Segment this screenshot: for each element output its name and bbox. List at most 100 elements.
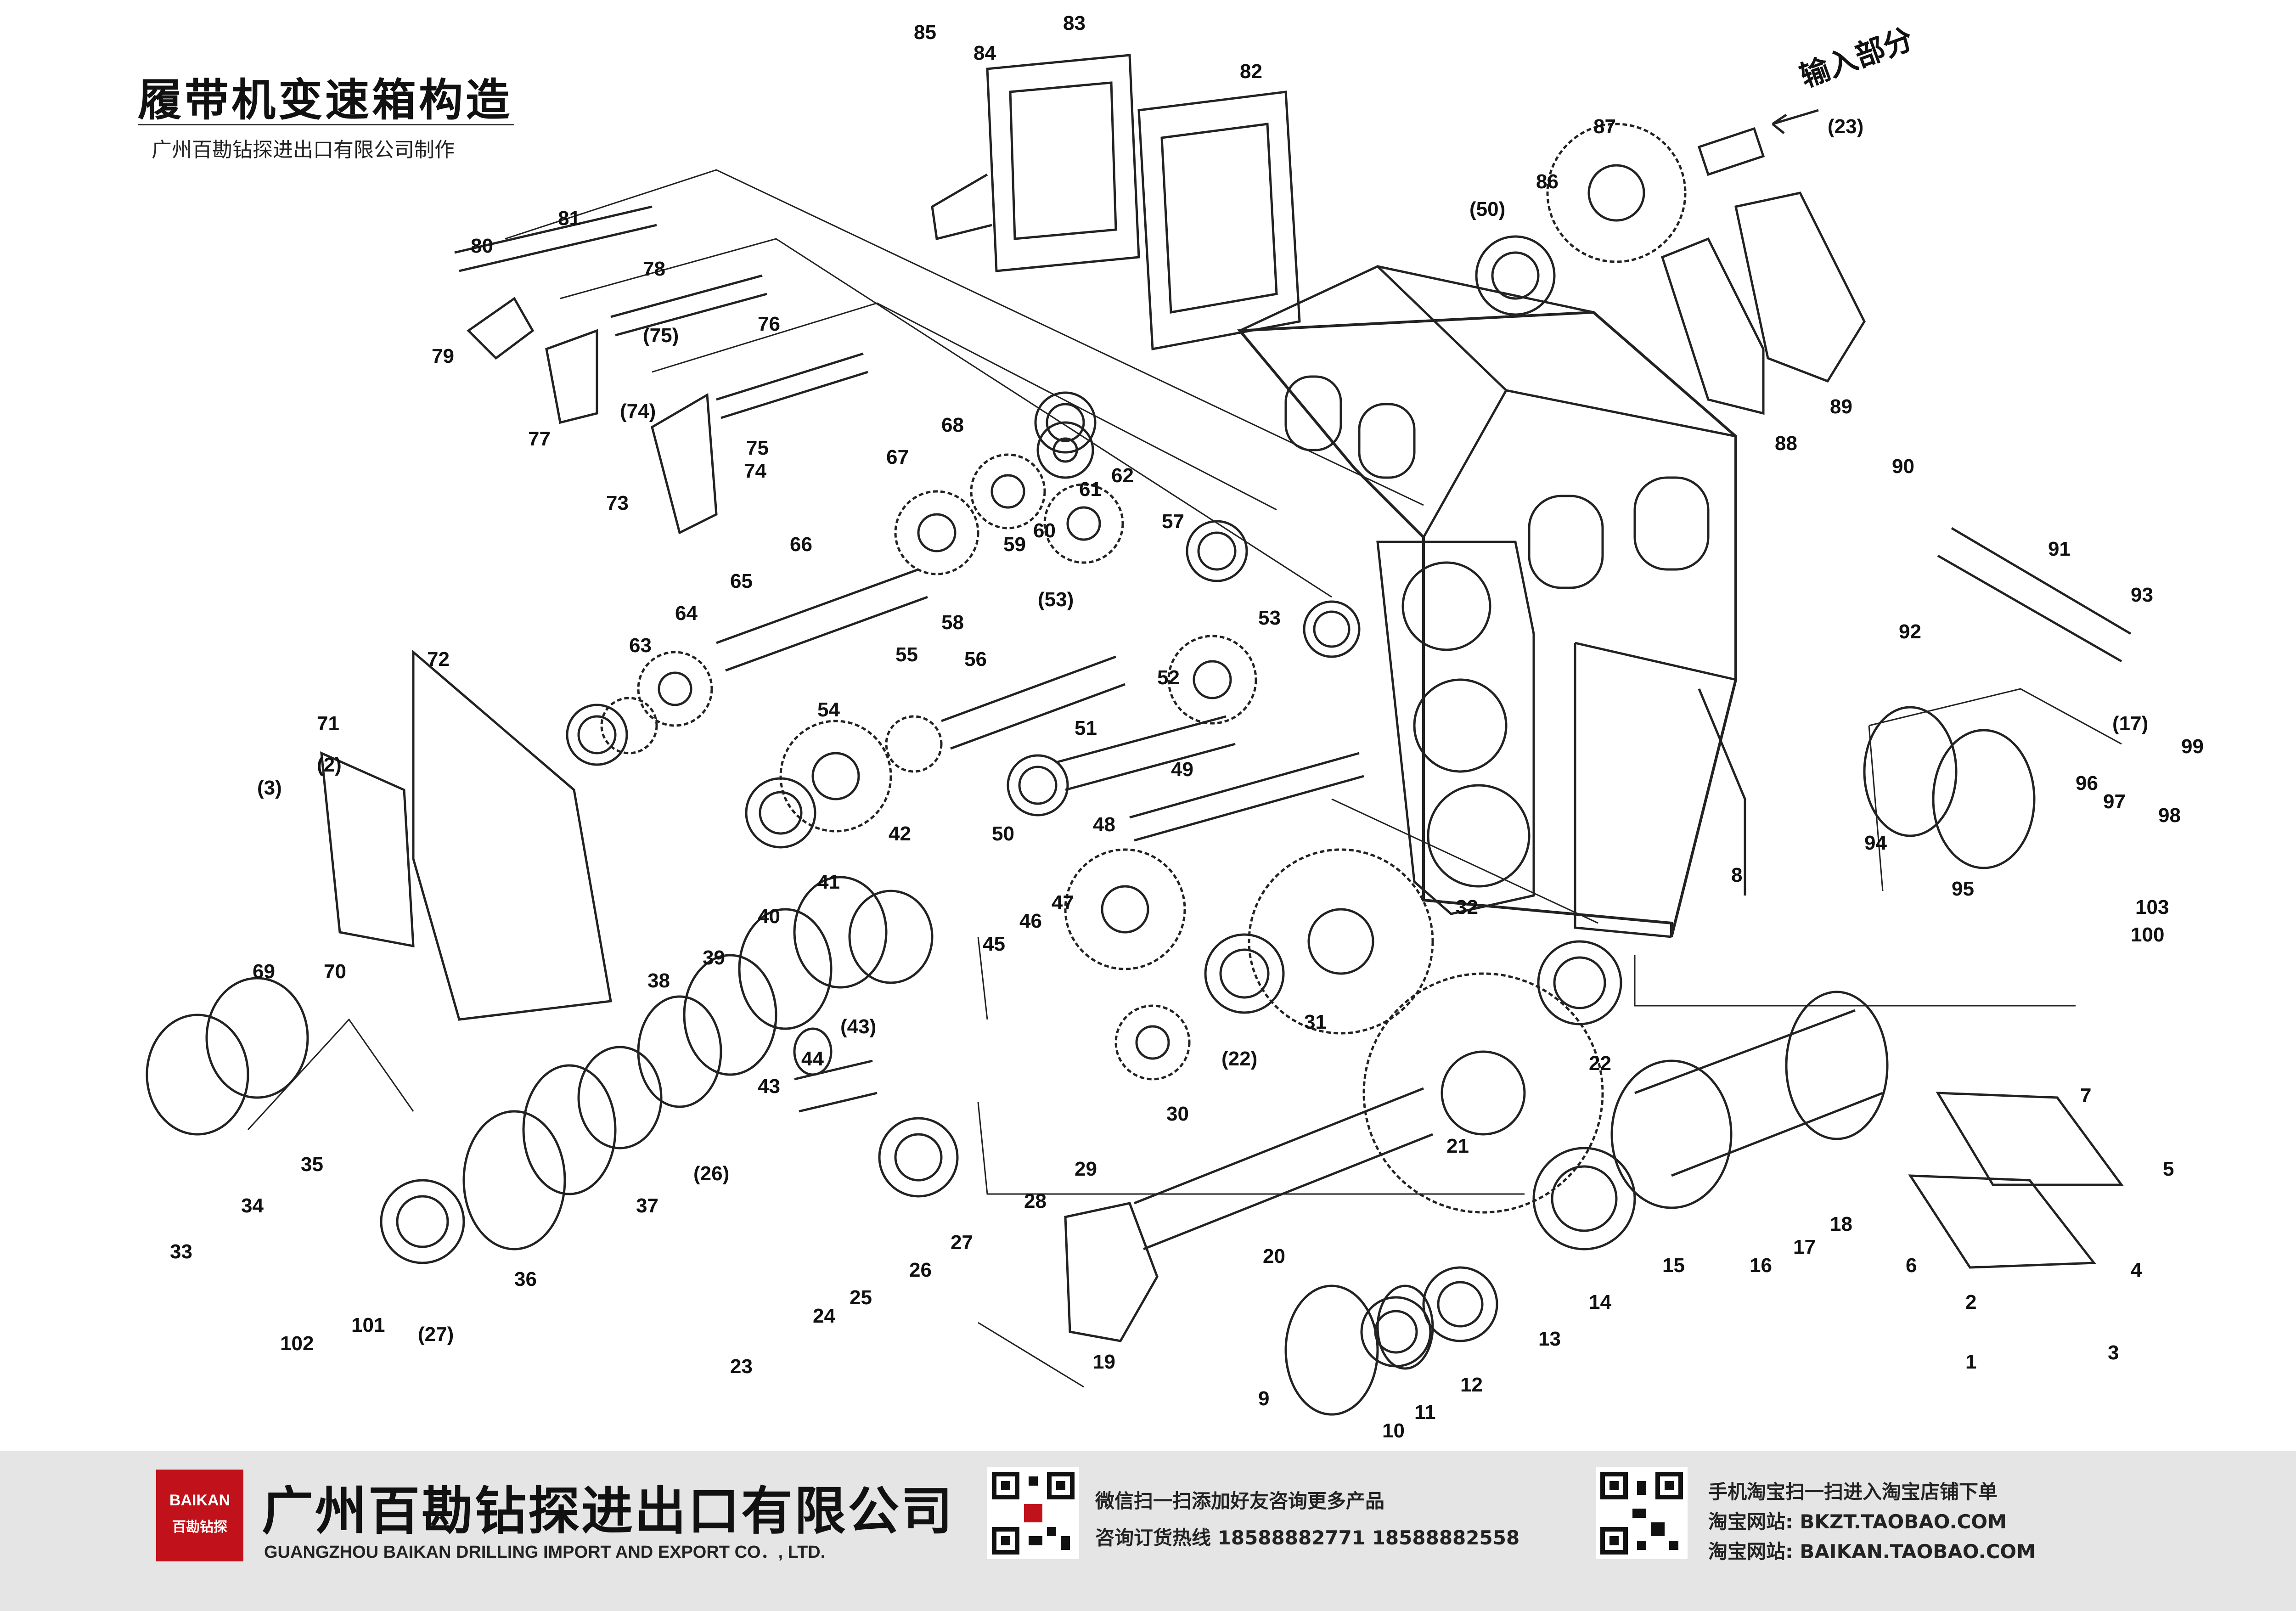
callout-p27p: (27) — [418, 1323, 454, 1346]
callout-83: 83 — [1063, 12, 1086, 34]
callout-84: 84 — [974, 42, 996, 64]
callout-54: 54 — [817, 698, 840, 721]
logo-text-en: BAIKAN — [169, 1492, 231, 1509]
callout-91: 91 — [2048, 538, 2071, 560]
plate-94 — [1863, 706, 1958, 837]
shaft-20 — [1134, 1087, 1433, 1250]
callout-66: 66 — [790, 533, 812, 556]
diagram-subtitle: 广州百勘钻探进出口有限公司制作 — [152, 138, 455, 162]
housing-lower-body — [1574, 642, 1746, 938]
callout-25: 25 — [850, 1286, 872, 1309]
callout-100: 100 — [2131, 924, 2164, 946]
callout-20: 20 — [1263, 1245, 1285, 1267]
callout-81: 81 — [558, 207, 580, 230]
callout-63: 63 — [629, 634, 652, 657]
callout-29: 29 — [1075, 1158, 1097, 1180]
shaft-51 — [1056, 715, 1236, 791]
housing-window-1 — [1528, 495, 1604, 589]
callout-89: 89 — [1830, 395, 1852, 418]
company-name-cn: 广州百勘钻探进出口有限公司 — [262, 1481, 954, 1541]
wechat-scan-text: 微信扫一扫添加好友咨询更多产品 — [1095, 1490, 1385, 1512]
callout-98: 98 — [2158, 804, 2181, 827]
shift-fork-77 — [545, 329, 598, 424]
callout-82: 82 — [1240, 60, 1262, 83]
callout-8: 8 — [1731, 864, 1742, 886]
callout-103: 103 — [2135, 896, 2169, 918]
callout-21: 21 — [1446, 1135, 1469, 1157]
callout-p2p: (2) — [317, 754, 342, 776]
callout-5: 5 — [2163, 1158, 2174, 1180]
clutch-plates — [462, 876, 934, 1250]
callout-19: 19 — [1093, 1351, 1115, 1373]
tube-15-end — [1785, 991, 1889, 1140]
callout-77: 77 — [528, 428, 551, 450]
group-line-9 — [978, 1322, 1084, 1388]
cover-71 — [320, 751, 415, 948]
shift-fork-79 — [467, 297, 535, 360]
callout-43: 43 — [758, 1075, 780, 1098]
callout-14: 14 — [1589, 1291, 1611, 1313]
callout-27: 27 — [951, 1231, 973, 1254]
taobao-shop-1: 淘宝网站: BKZT.TAOBAO.COM — [1708, 1510, 2007, 1533]
top-cover-83-inner — [1009, 81, 1117, 240]
callout-51: 51 — [1075, 717, 1097, 739]
callout-69: 69 — [253, 960, 275, 983]
callout-12: 12 — [1460, 1374, 1483, 1396]
callout-p53p: (53) — [1038, 588, 1074, 611]
callout-75: 75 — [746, 437, 769, 459]
gasket-82 — [1137, 90, 1301, 350]
shift-fork-73 — [651, 393, 718, 535]
callout-72: 72 — [427, 648, 450, 670]
callout-48: 48 — [1093, 813, 1115, 836]
callout-58: 58 — [941, 611, 964, 634]
callout-73: 73 — [606, 492, 629, 514]
callout-80: 80 — [471, 235, 493, 257]
callout-38: 38 — [647, 969, 670, 992]
tube-15 — [1634, 1009, 1883, 1177]
callout-16: 16 — [1750, 1254, 1772, 1277]
callout-95: 95 — [1952, 878, 1974, 900]
cover-89 — [1734, 192, 1866, 383]
callout-90: 90 — [1892, 455, 1914, 478]
callout-37: 37 — [636, 1194, 658, 1217]
seal-gasket-34 — [205, 977, 309, 1099]
gasket-72 — [412, 649, 612, 1021]
callout-24: 24 — [813, 1305, 835, 1327]
callout-102: 102 — [280, 1332, 314, 1355]
callout-41: 41 — [817, 871, 840, 893]
callout-13: 13 — [1538, 1328, 1561, 1350]
rear-bore-1 — [1401, 561, 1491, 651]
callout-76: 76 — [758, 313, 780, 335]
housing-top-flange — [1239, 265, 1736, 538]
cover-6 — [1908, 1174, 2096, 1269]
callout-2: 2 — [1965, 1291, 1976, 1313]
callout-71: 71 — [317, 712, 339, 735]
taobao-shop-2: 淘宝网站: BAIKAN.TAOBAO.COM — [1708, 1540, 2036, 1563]
callout-61: 61 — [1079, 478, 1102, 501]
rear-bore-3 — [1427, 784, 1531, 888]
callout-87: 87 — [1593, 115, 1616, 138]
callout-62: 62 — [1111, 464, 1134, 487]
baikan-logo: BAIKAN 百勘钻探 — [156, 1470, 243, 1561]
group-line-3 — [652, 302, 1277, 511]
input-arrow — [1772, 109, 1819, 134]
callout-28: 28 — [1024, 1190, 1047, 1212]
callout-p3p: (3) — [257, 777, 282, 799]
callout-47: 47 — [1052, 891, 1074, 914]
callout-p74p: (74) — [620, 400, 656, 422]
callout-p43p: (43) — [840, 1015, 876, 1038]
taobao-scan-text: 手机淘宝扫一扫进入淘宝店铺下单 — [1708, 1481, 1998, 1503]
callout-53: 53 — [1258, 607, 1281, 629]
seal-11 — [1376, 1284, 1434, 1370]
callout-74: 74 — [744, 460, 766, 482]
callout-67: 67 — [886, 446, 909, 468]
callout-1: 1 — [1965, 1351, 1976, 1373]
housing-window-4 — [1358, 403, 1416, 479]
shift-rod-76 — [716, 352, 868, 419]
group-line-2 — [560, 238, 1332, 598]
spring-44 — [794, 1059, 878, 1113]
callout-52: 52 — [1157, 666, 1180, 689]
callout-70: 70 — [324, 960, 346, 983]
company-name-en: GUANGZHOU BAIKAN DRILLING IMPORT AND EXP… — [264, 1543, 826, 1562]
callout-10: 10 — [1382, 1419, 1405, 1442]
